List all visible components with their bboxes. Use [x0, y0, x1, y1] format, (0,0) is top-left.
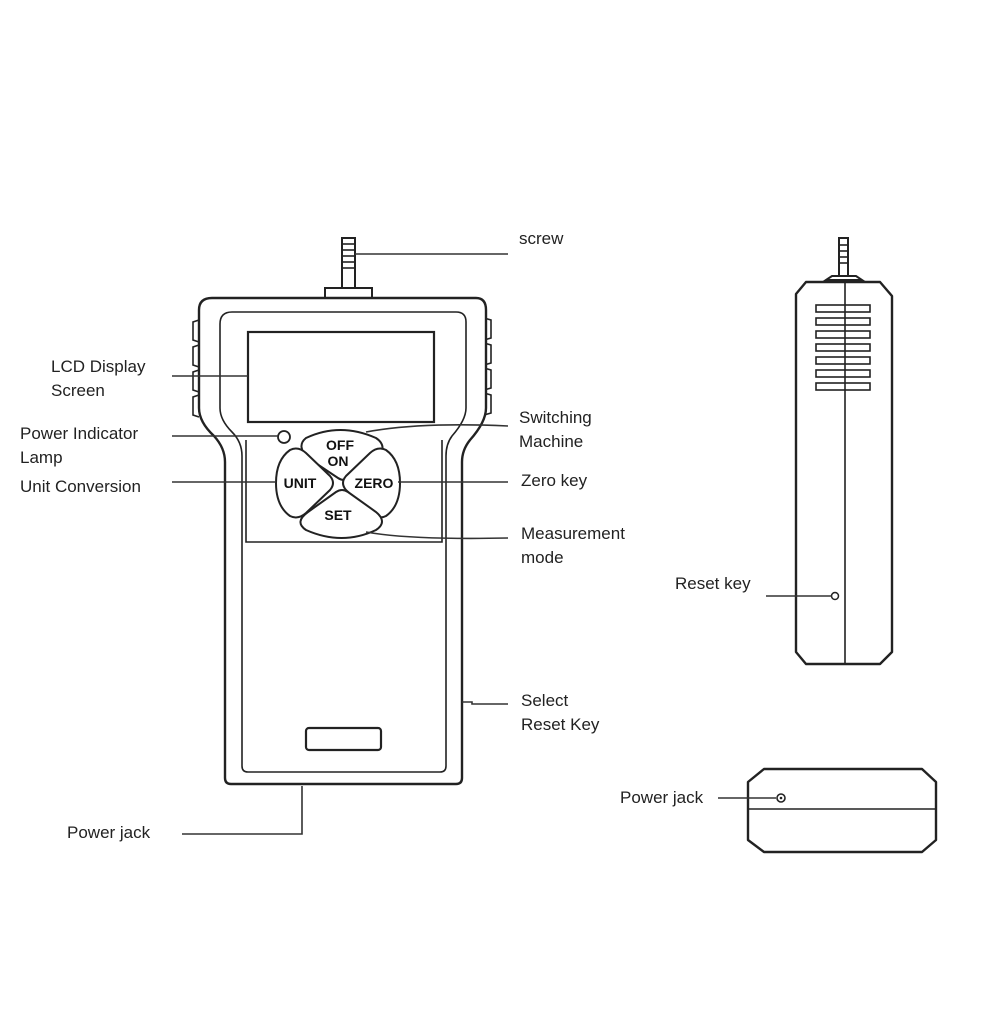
label-measurement-line1: Measurement	[521, 524, 625, 543]
bottom-view	[746, 767, 938, 854]
set-label: SET	[324, 507, 352, 523]
label-zero-key: Zero key	[521, 471, 588, 490]
screw-icon	[324, 237, 373, 299]
label-reset-key-side: Reset key	[675, 574, 751, 593]
label-power-jack-bottom: Power jack	[620, 788, 704, 807]
callout-labels: screw LCD Display Screen Power Indicator…	[20, 229, 751, 842]
off-label: OFF	[326, 437, 354, 453]
on-label: ON	[328, 453, 349, 469]
button-panel	[245, 440, 443, 543]
label-select-reset-line1: Select	[521, 691, 569, 710]
side-vent-grille	[815, 304, 871, 391]
label-power-jack-front: Power jack	[67, 823, 151, 842]
label-power-lamp-line2: Lamp	[20, 448, 63, 467]
label-lcd-line1: LCD Display	[51, 357, 146, 376]
label-switching-line2: Machine	[519, 432, 583, 451]
label-screw: screw	[519, 229, 564, 248]
side-grip-left	[192, 319, 200, 418]
front-view: OFF ON UNIT ZERO SET	[192, 237, 492, 786]
device-body-side	[794, 280, 894, 666]
label-measurement-line2: mode	[521, 548, 564, 567]
zero-label: ZERO	[355, 475, 394, 491]
label-unit-conversion: Unit Conversion	[20, 477, 141, 496]
power-indicator-lamp	[277, 430, 291, 444]
side-screw-icon	[822, 237, 866, 281]
side-view	[794, 237, 894, 666]
set-button[interactable]: SET	[299, 489, 383, 539]
device-face-inner	[219, 311, 467, 773]
unit-label: UNIT	[284, 475, 317, 491]
leader-lines	[172, 253, 832, 835]
side-grip-right	[483, 317, 492, 416]
label-switching-line1: Switching	[519, 408, 592, 427]
label-power-lamp-line1: Power Indicator	[20, 424, 138, 443]
label-select-reset-line2: Reset Key	[521, 715, 600, 734]
reset-key-hole[interactable]	[830, 591, 840, 601]
lcd-display-screen	[246, 330, 436, 424]
label-lcd-line2: Screen	[51, 381, 105, 400]
device-body-bottom	[746, 767, 938, 854]
select-reset-key[interactable]	[304, 726, 383, 752]
unit-button[interactable]: UNIT	[274, 447, 334, 519]
